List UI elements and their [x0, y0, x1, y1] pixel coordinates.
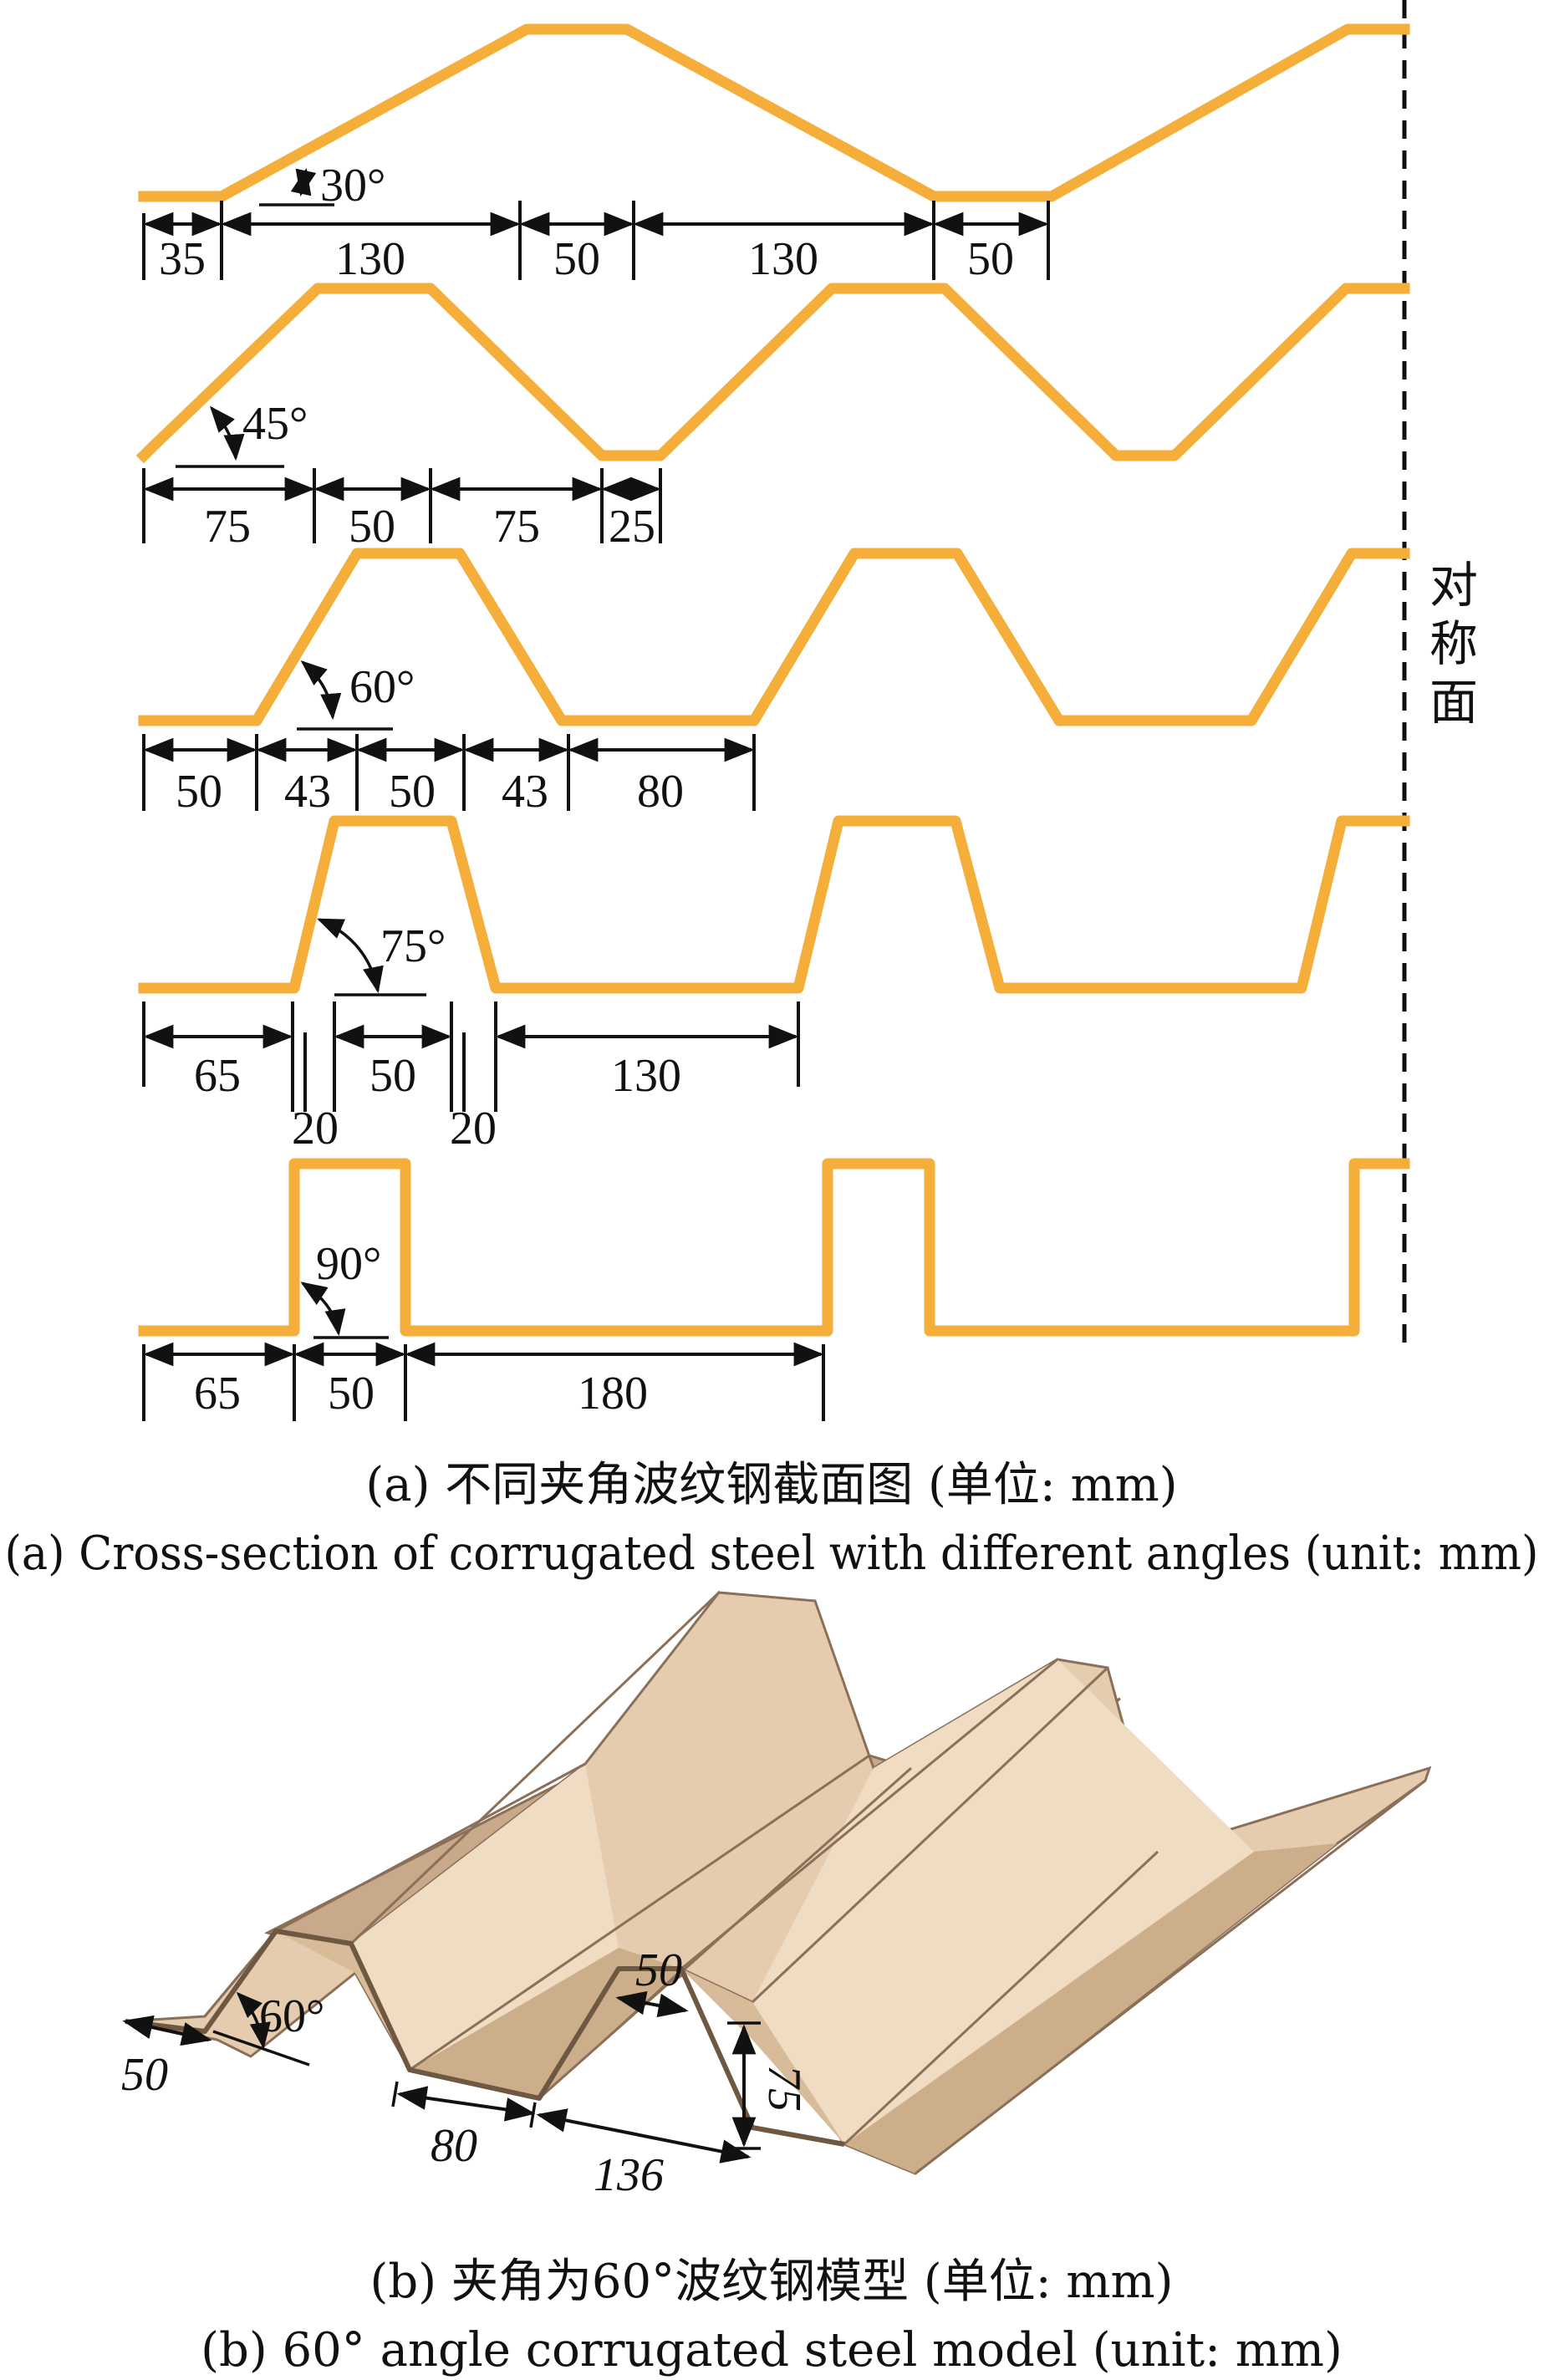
- profile-60deg: [138, 548, 1410, 726]
- section-60deg: 60° 50 43 50 43 80: [138, 548, 1410, 818]
- section-90deg: 90° 65 50 180: [138, 1158, 1410, 1421]
- dim-75-e: 20: [450, 1103, 497, 1154]
- dim-60-c: 50: [389, 766, 436, 818]
- caption-b-cn: (b) 夹角为60°波纹钢模型 (单位: mm): [370, 2255, 1174, 2309]
- angle-label-90: 90°: [316, 1238, 381, 1290]
- dim-75-b: 50: [369, 1050, 416, 1102]
- angle-label-60: 60°: [349, 661, 415, 713]
- symmetry-plane-label: 对 称 面: [1429, 557, 1478, 731]
- dim-30-e: 50: [967, 233, 1014, 285]
- dim-60-b: 43: [284, 766, 331, 818]
- svg-text:对: 对: [1429, 557, 1478, 614]
- dim-60-d: 43: [502, 766, 548, 818]
- profile-45deg: [135, 283, 1410, 464]
- dim-30-a: 35: [159, 233, 206, 285]
- section-75deg: 75° 65 50 130 20 20: [138, 815, 1410, 1154]
- profile-75deg: [138, 815, 1410, 994]
- dim-30-b: 130: [335, 233, 405, 285]
- caption-a-cn: (a) 不同夹角波纹钢截面图 (单位: mm): [365, 1458, 1177, 1512]
- dim-45-d: 25: [609, 501, 655, 553]
- profile-30deg: [138, 23, 1410, 202]
- dim-30-c: 50: [553, 233, 600, 285]
- dim-45-a: 75: [204, 501, 251, 553]
- profile-90deg: [138, 1158, 1410, 1337]
- dim-75-a: 65: [194, 1050, 241, 1102]
- caption-b-en: (b) 60° angle corrugated steel model (un…: [201, 2323, 1343, 2377]
- model-angle-label: 60°: [259, 1990, 324, 2042]
- section-45deg: 45° 75 50 75 25: [135, 283, 1410, 553]
- svg-text:面: 面: [1429, 674, 1478, 731]
- dim-90-b: 50: [328, 1368, 375, 1419]
- model-dim-50-left: 50: [121, 2049, 168, 2101]
- dim-90-a: 65: [194, 1368, 241, 1419]
- model-dim-50-top: 50: [635, 1944, 682, 1996]
- model-dim-75: 75: [758, 2065, 810, 2112]
- angle-label-30: 30°: [320, 160, 385, 211]
- dim-60-e: 80: [637, 766, 684, 818]
- caption-a-en: (a) Cross-section of corrugated steel wi…: [5, 1526, 1539, 1581]
- dim-45-c: 75: [493, 501, 540, 553]
- dim-75-c: 130: [611, 1050, 681, 1102]
- section-30deg: 30° 35 130 50 130 50: [138, 23, 1410, 285]
- dim-60-a: 50: [176, 766, 222, 818]
- model-dim-80: 80: [431, 2120, 477, 2172]
- model-dimensions: 50 60° 50 80 136 75: [121, 1944, 810, 2201]
- angle-label-45: 45°: [242, 398, 308, 450]
- angle-label-75: 75°: [380, 920, 446, 972]
- dim-45-b: 50: [349, 501, 395, 553]
- dim-90-c: 180: [578, 1368, 648, 1419]
- corrugated-steel-3d-model: [125, 1590, 1432, 2175]
- dim-30-d: 130: [748, 233, 818, 285]
- model-dim-136: 136: [594, 2149, 664, 2201]
- svg-text:称: 称: [1429, 615, 1478, 672]
- dim-75-d: 20: [292, 1103, 339, 1154]
